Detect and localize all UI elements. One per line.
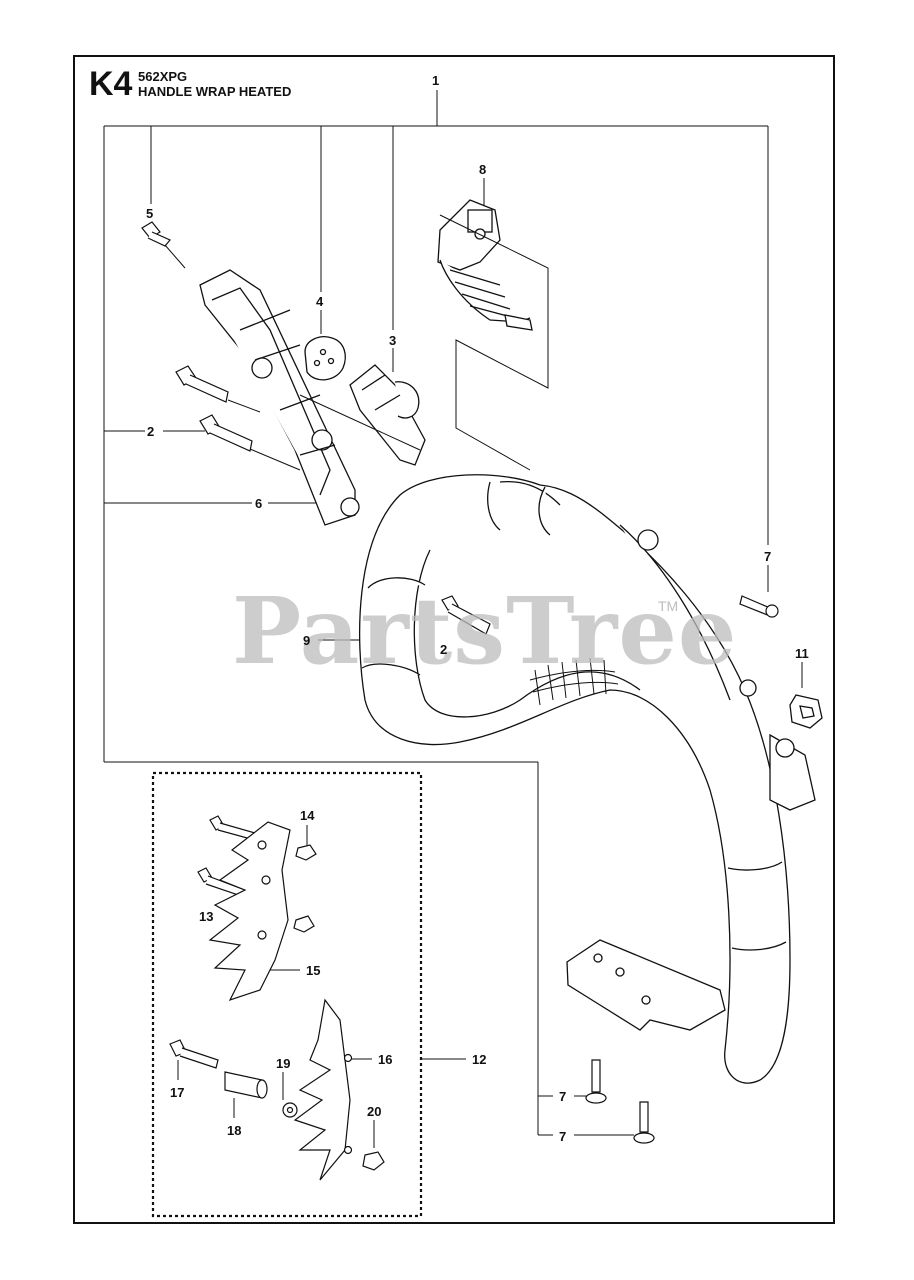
part-2-line-a — [227, 399, 261, 413]
callout-19[interactable]: 19 — [276, 1056, 290, 1071]
part-3-clip — [349, 364, 426, 466]
callout-8[interactable]: 8 — [479, 162, 486, 177]
callout-4[interactable]: 4 — [316, 294, 324, 309]
callout-12[interactable]: 12 — [472, 1052, 486, 1067]
part-7-screws — [585, 595, 779, 1144]
leader-lines — [103, 90, 803, 1148]
callout-7-lower-b[interactable]: 7 — [559, 1129, 566, 1144]
part-9-handle-tube — [358, 474, 816, 1084]
diagram-model: 562XPG — [138, 69, 188, 84]
callout-2-middle[interactable]: 2 — [440, 642, 447, 657]
sheet-border — [73, 55, 835, 1224]
part-5-line — [164, 244, 186, 269]
part-2-screws — [175, 365, 491, 635]
kit-12-dotted-box — [151, 771, 423, 1218]
part-2-line-b — [249, 448, 301, 471]
callout-20[interactable]: 20 — [367, 1104, 381, 1119]
part-3-line — [299, 394, 421, 451]
callout-1[interactable]: 1 — [432, 73, 439, 88]
callout-13[interactable]: 13 — [199, 909, 213, 924]
callout-3[interactable]: 3 — [389, 333, 396, 348]
diagram-code: K4 — [89, 65, 133, 103]
part-8-leader-bracket — [439, 214, 549, 471]
callout-7-lower-a[interactable]: 7 — [559, 1089, 566, 1104]
callout-17[interactable]: 17 — [170, 1085, 184, 1100]
part-6-mount-bracket — [199, 269, 360, 526]
callout-5[interactable]: 5 — [146, 206, 153, 221]
partstree-watermark: PartsTree — [232, 577, 738, 685]
kit-12-parts — [169, 815, 385, 1181]
callout-15[interactable]: 15 — [306, 963, 320, 978]
callout-7-right[interactable]: 7 — [764, 549, 771, 564]
part-11-grommet — [789, 694, 823, 729]
part-4-cap-nut — [304, 336, 346, 381]
part-8-damper — [437, 199, 533, 331]
callout-2-left[interactable]: 2 — [147, 424, 154, 439]
callout-9[interactable]: 9 — [303, 633, 310, 648]
callout-6[interactable]: 6 — [255, 496, 262, 511]
callout-14[interactable]: 14 — [300, 808, 315, 823]
part-5-screw — [141, 221, 171, 247]
diagram-title: HANDLE WRAP HEATED — [138, 84, 292, 99]
callout-11[interactable]: 11 — [795, 646, 809, 661]
callout-16[interactable]: 16 — [378, 1052, 392, 1067]
callout-18[interactable]: 18 — [227, 1123, 241, 1138]
watermark-trademark: TM — [658, 598, 679, 614]
